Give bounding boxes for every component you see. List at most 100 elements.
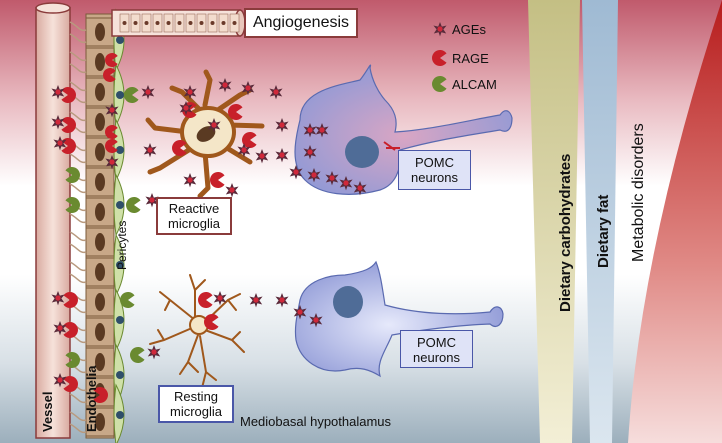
endothelial-cell — [85, 287, 115, 317]
endothelial-nucleus — [95, 203, 105, 221]
reactive-microglia-cell — [145, 69, 265, 199]
reactive-microglia-box: Reactive microglia — [156, 197, 232, 235]
rage-receptor — [198, 292, 213, 308]
reactive-microglia-line2: microglia — [167, 216, 220, 231]
endothelial-nucleus — [95, 53, 105, 71]
angio-nucleus — [177, 21, 182, 25]
alcam-receptor — [65, 197, 81, 213]
endothelial-nucleus — [95, 323, 105, 341]
resting-microglia-line1: Resting — [173, 389, 219, 404]
rage-receptor — [432, 49, 447, 66]
angio-nucleus — [188, 21, 193, 25]
endothelial-cell — [85, 257, 115, 287]
endothelial-nucleus — [95, 233, 105, 251]
rage-receptor — [61, 138, 77, 154]
pericyte-nucleus — [116, 36, 124, 44]
region-label: Mediobasal hypothalamus — [240, 414, 392, 429]
angio-nucleus — [199, 21, 204, 25]
pericyte-nucleus — [116, 146, 124, 154]
rage-receptor — [103, 68, 116, 82]
alcam-receptor — [65, 352, 80, 368]
legend-rage-label: RAGE — [452, 51, 489, 66]
endothelial-nucleus — [95, 173, 105, 191]
legend-ages-label: AGEs — [452, 22, 486, 37]
rage-receptor — [63, 292, 78, 308]
pericyte-nucleus — [116, 371, 124, 379]
rage-receptor — [104, 125, 118, 139]
endothelial-nucleus — [95, 263, 105, 281]
angio-nucleus — [144, 21, 149, 25]
endothelial-nucleus — [95, 143, 105, 161]
metabolic-label: Metabolic disorders — [630, 123, 647, 262]
vessel-label: Vessel — [40, 391, 55, 433]
pomc-top-line2: neurons — [411, 170, 458, 185]
alcam-receptor — [126, 197, 141, 213]
resting-microglia-line2: microglia — [169, 404, 222, 419]
endothelial-nucleus — [95, 353, 105, 371]
rage-receptor — [204, 314, 219, 330]
fat-label: Dietary fat — [595, 194, 612, 268]
legend-alcam-label: ALCAM — [452, 77, 497, 92]
angio-nucleus — [155, 21, 160, 25]
pericyte-nucleus — [116, 411, 124, 419]
alcam-receptor — [120, 292, 135, 308]
endothelial-nucleus — [95, 293, 105, 311]
endothelial-junction — [69, 51, 87, 74]
pomc-top-line1: POMC — [415, 155, 454, 170]
rage-receptor — [242, 132, 257, 149]
pericyte-nucleus — [116, 316, 124, 324]
angio-nucleus — [122, 21, 127, 25]
endothelial-nucleus — [95, 83, 105, 101]
reactive-microglia-line1: Reactive — [168, 201, 220, 216]
vessel-top — [35, 2, 71, 14]
molecular-markers — [51, 53, 367, 404]
rage-receptor — [93, 387, 108, 404]
carbohydrates-label: Dietary carbohydrates — [557, 153, 574, 312]
carbohydrates-bar — [528, 0, 580, 443]
pericytes-label: Pericytes — [115, 220, 129, 270]
rage-receptor — [63, 376, 78, 392]
pericyte-nucleus — [116, 201, 124, 209]
fat-bar — [582, 0, 618, 443]
rage-receptor — [63, 322, 78, 339]
resting-microglia-box: Resting microglia — [158, 385, 234, 423]
pomc-neuron-bottom — [294, 260, 504, 378]
rage-receptor — [61, 117, 77, 133]
endothelial-junction — [69, 231, 87, 254]
alcam-receptor — [124, 87, 139, 103]
angiogenesis-vessel — [111, 9, 246, 37]
endothelial-nucleus — [95, 23, 105, 41]
alcam-receptor — [432, 75, 447, 92]
vessel-tube — [35, 7, 71, 439]
endothelia-label: Endothelia — [84, 365, 99, 432]
endothelial-nucleus — [95, 413, 105, 431]
angio-nucleus — [232, 21, 237, 25]
alcam-receptor — [130, 346, 145, 363]
endothelial-junction — [69, 261, 87, 284]
rage-receptor — [61, 87, 77, 103]
endothelial-junction — [69, 411, 87, 434]
metabolic-bar — [628, 0, 722, 443]
angiogenesis-label-box: Angiogenesis — [244, 8, 358, 38]
pomc-bottom-line2: neurons — [413, 350, 460, 365]
pericyte-nucleus — [116, 261, 124, 269]
pomc-bottom-line1: POMC — [417, 335, 456, 350]
angio-nucleus — [210, 21, 215, 25]
angio-nucleus — [133, 21, 138, 25]
alcam-receptor — [65, 167, 81, 183]
rage-receptor — [228, 103, 243, 120]
pomc-top-box: POMC neurons — [398, 150, 471, 190]
pericyte-nucleus — [116, 91, 124, 99]
pomc-neuron-top — [294, 64, 513, 195]
rage-receptor — [210, 172, 225, 188]
angio-nucleus — [166, 21, 171, 25]
pomc-bottom-box: POMC neurons — [400, 330, 473, 368]
rage-receptor — [172, 140, 187, 156]
angio-nucleus — [221, 21, 226, 25]
rage-receptor — [104, 139, 118, 153]
endothelial-nucleus — [95, 113, 105, 131]
endothelial-junction — [69, 21, 87, 44]
angiogenesis-label: Angiogenesis — [252, 14, 350, 31]
